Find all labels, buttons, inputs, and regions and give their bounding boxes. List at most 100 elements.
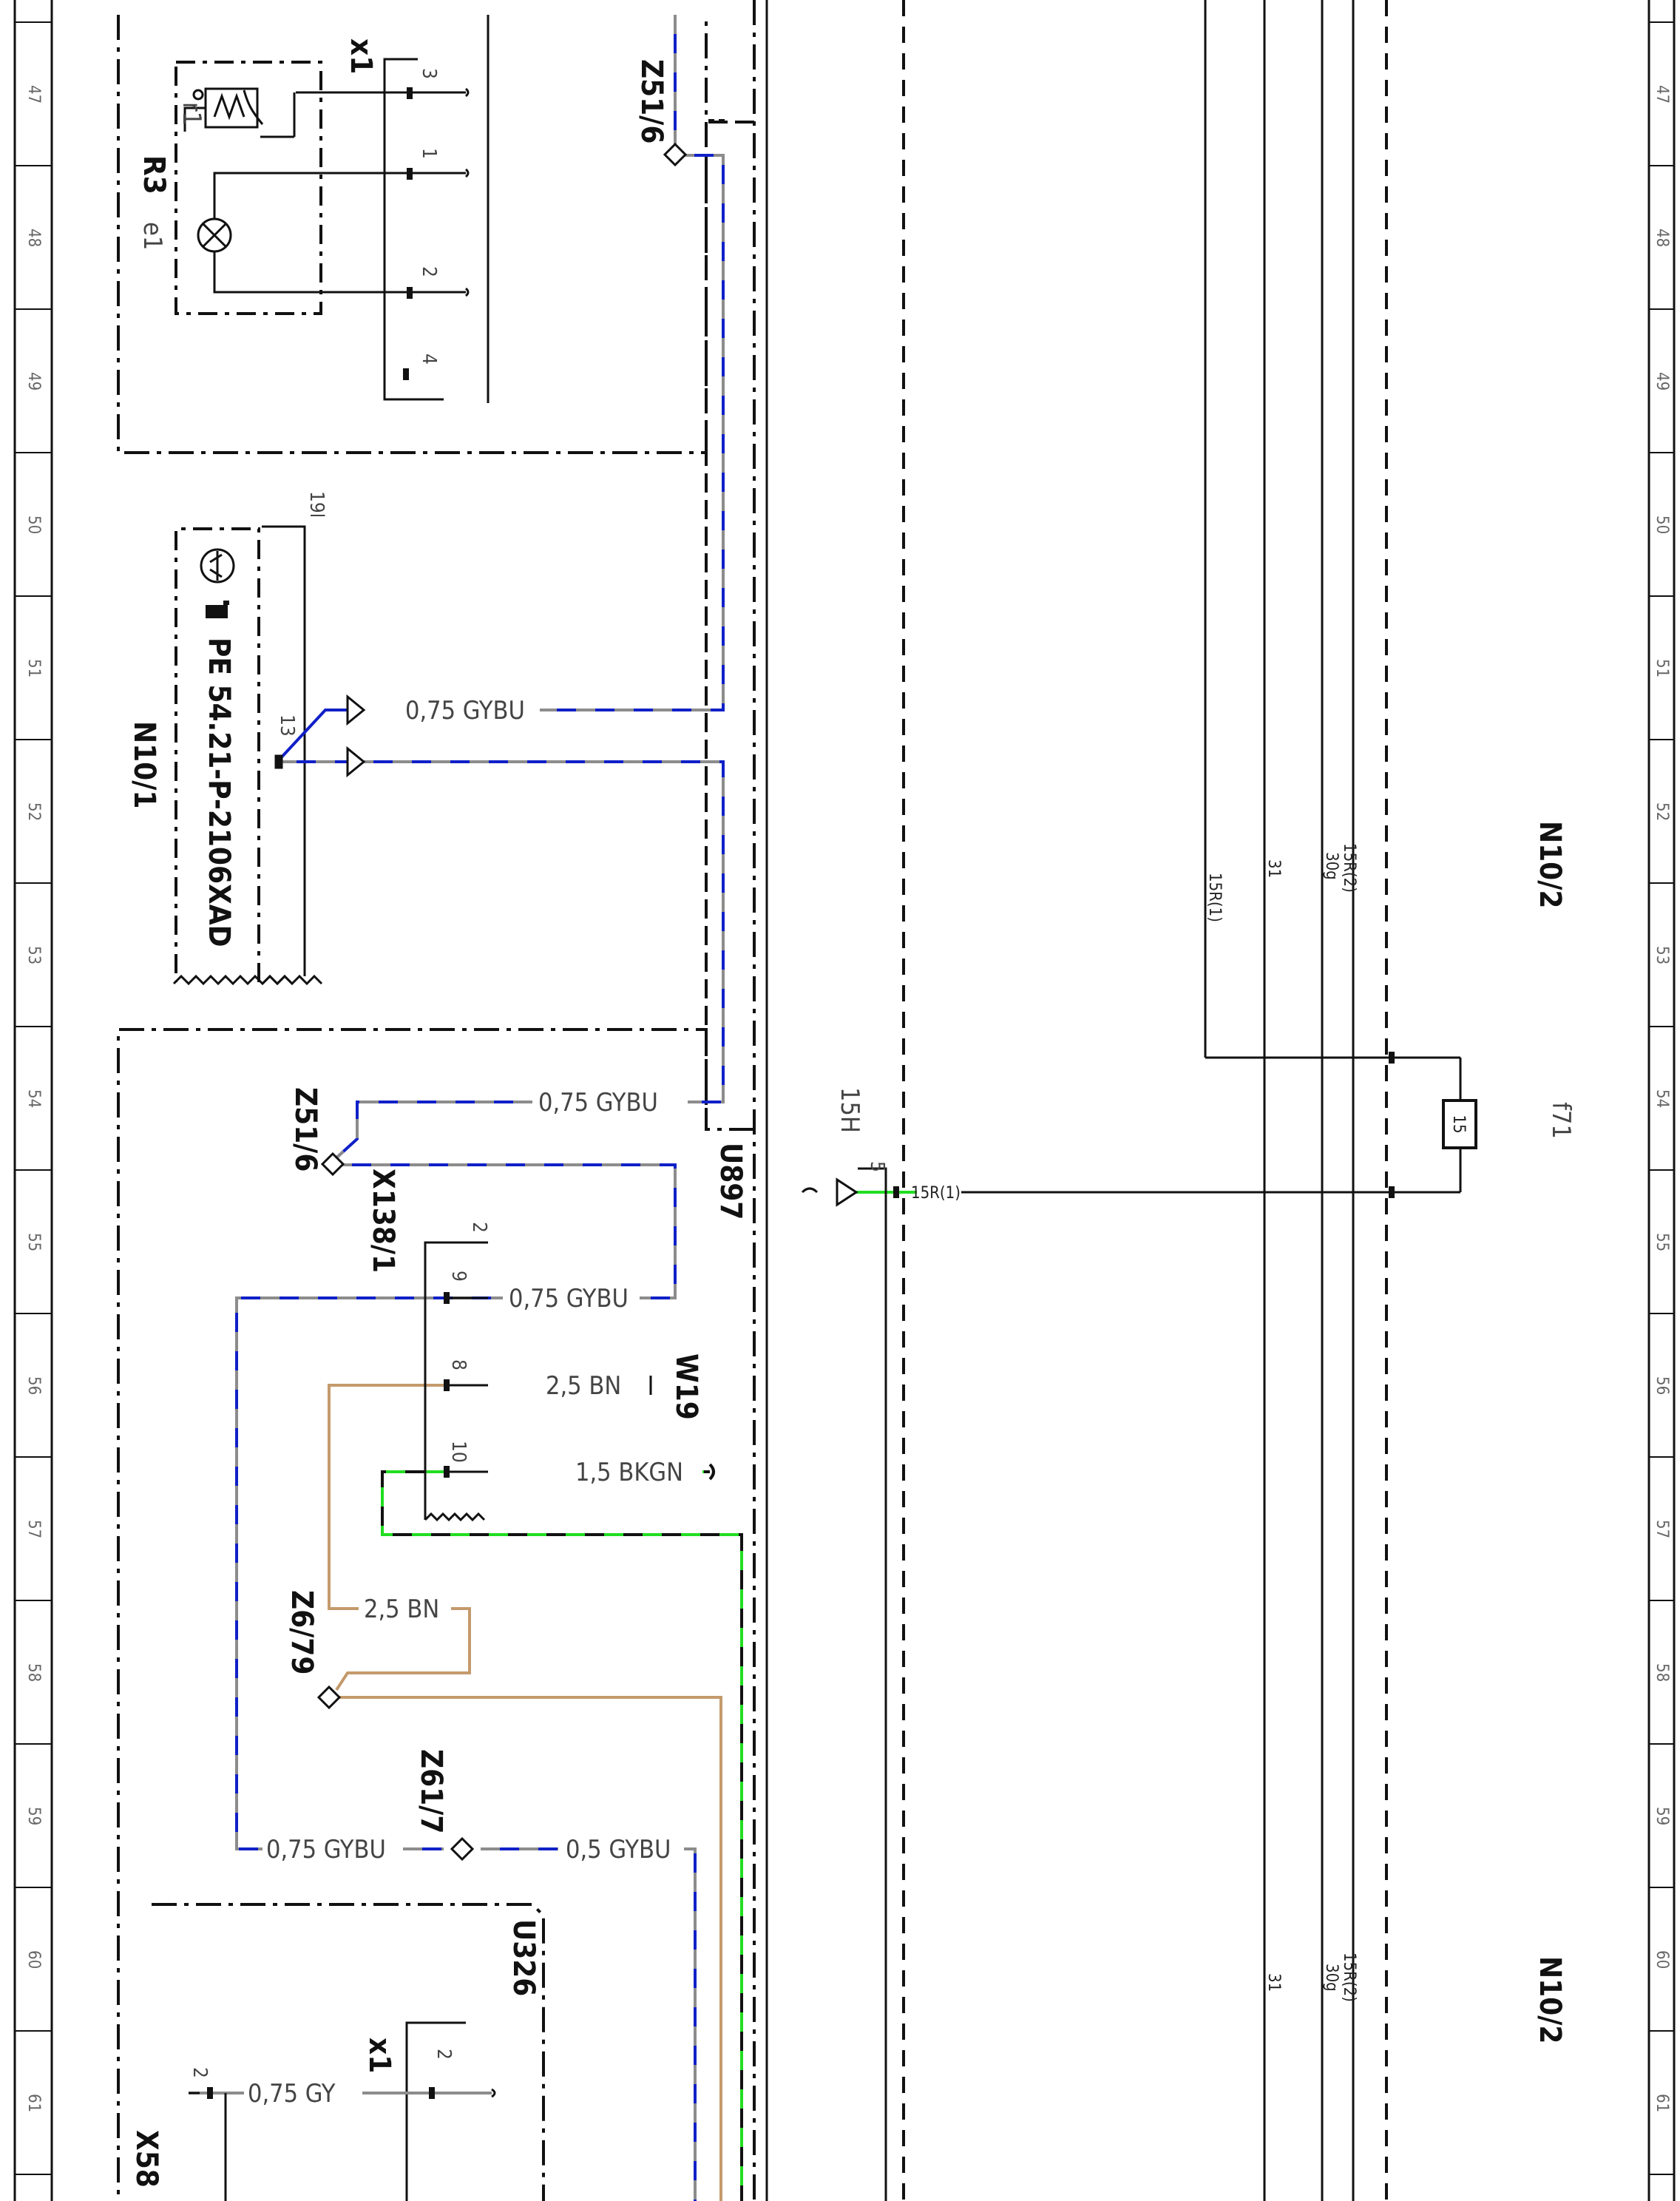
ruler-row-number: 54 [24,1089,43,1108]
r3-component-box [175,61,322,315]
bus-label-30g-bottom: 30g [1322,1964,1341,1992]
x138-label: X138/1 [366,1169,400,1273]
ruler-row-number: 52 [1653,802,1671,821]
wire-gybu-z51-top [540,15,725,711]
n10-1-label: N10/1 [127,721,161,808]
x138-connector [424,1241,488,1522]
n10-1-assembly [172,525,323,986]
label-gybu-59b: 0,5 GYBU [566,1835,671,1864]
e1-label: e1 [138,222,167,250]
r3-label: R3 [137,155,171,195]
x1-top-pins [403,87,413,380]
x1-pin-4: 4 [418,354,440,365]
ruler-row-number: 56 [1653,1376,1671,1395]
label-gybu-51: 0,75 GYBU [405,696,525,726]
bus-lead-15r1: 15R(1) [911,1184,961,1203]
z6-79-label: Z6/79 [285,1590,319,1674]
bus-label-15r2-bottom: 15R(2) [1340,1952,1358,2002]
ruler-row-number: 55 [1653,1233,1671,1251]
ruler-row-number: 51 [24,659,43,677]
r1-label: r1 [177,102,206,126]
ruler-row-number: 57 [24,1520,43,1538]
wire-gybu-lower [235,1100,697,2201]
wire-bn [328,1384,722,2201]
ruler-row-number: 48 [24,229,43,247]
x58-label: X58 [129,2130,163,2188]
pe-reference: PE 54.21-P-2106XAD [202,638,236,947]
label-gy-61: 0,75 GY [248,2079,336,2109]
wire-15r1 [801,1167,917,2201]
w19-label: W19 [669,1353,703,1420]
ruler-row-number: 61 [24,2094,43,2112]
label-gybu-59a: 0,75 GYBU [266,1835,386,1864]
x138-pin-8: 8 [447,1359,470,1370]
boundary-r3-block [117,15,708,454]
ruler-row-number: 53 [1653,946,1671,964]
x58-pin-2: 2 [433,2049,455,2060]
u326-connectors [189,2021,496,2201]
u326-label: U326 [507,1919,541,1996]
solid-rails [487,0,768,2201]
conn-15h: 15H [835,1087,864,1133]
bus-label-30g-top: 30g [1322,852,1341,880]
ruler-row-number: 53 [24,946,43,964]
wire-label-backgrounds [244,694,702,2109]
u897-notch [705,121,754,1129]
z51-6-mid-diamond [320,1152,345,1177]
x1-pin-3: 3 [418,68,440,79]
x138-pin-9: 9 [447,1271,470,1282]
n10-2-label-top: N10/2 [1533,821,1567,908]
fuse-value: 15 [1449,1115,1468,1133]
x1-pin-1: 1 [418,148,440,159]
u897-label: U897 [714,1143,748,1220]
conn-pin-5: 5 [866,1161,888,1172]
z6-79-diamond [316,1685,342,1710]
boundary-u326 [152,1903,545,2201]
label-gybu-55: 0,75 GYBU [509,1284,629,1314]
z51-6-top-diamond [663,142,688,167]
ruler-row-number: 47 [24,85,43,104]
wire-gybu-loop [276,709,725,1103]
z61-7-label: Z61/7 [414,1749,448,1833]
x1-top-connector [266,58,470,401]
ruler-row-number: 61 [1653,2094,1671,2112]
n10-2-label-bottom: N10/2 [1533,1956,1567,2043]
splice-diamonds [316,142,688,1862]
x1-top-label: x1 [344,38,378,74]
bus-label-31-top: 31 [1264,859,1283,878]
ruler-row-number: 48 [1653,229,1671,247]
ruler-row-number: 57 [1653,1520,1671,1538]
bus-label-15r2-top: 15R(2) [1340,843,1358,893]
ruler-row-number: 50 [1653,515,1671,534]
ruler-row-number: 55 [24,1233,43,1251]
fuse-label: f71 [1546,1102,1576,1139]
ruler-row-number: 50 [24,515,43,534]
bus-label-15r1-top: 15R(1) [1205,873,1224,922]
power-bus [961,0,1462,2201]
xb-pin-2: 2 [189,2067,211,2078]
z61-7-diamond [450,1836,475,1862]
ruler-row-number: 56 [24,1376,43,1395]
label-bn-56: 2,5 BN [546,1371,621,1401]
ruler-row-number: 58 [1653,1663,1671,1682]
x1-pin-2: 2 [418,266,440,277]
z51-6-top-label: Z51/6 [634,59,668,143]
ruler-row-number: 49 [1653,372,1671,390]
ruler-row-number: 51 [1653,659,1671,677]
n10-1-pin-19l: 19l [305,491,328,518]
ruler-row-number: 47 [1653,85,1671,104]
boundary-lower-block [117,1028,754,2201]
u326-pins [207,2087,435,2099]
x1-bottom-label: x1 [362,2038,396,2073]
z51-6-mid-label: Z51/6 [288,1087,322,1172]
fuse-f71 [1442,1099,1477,1149]
module-boundaries [117,0,1388,2201]
ruler-row-number: 49 [24,372,43,390]
r3-heater-assembly [183,87,296,294]
ruler-row-number: 58 [24,1663,43,1682]
n10-1-output-arrows [274,694,366,778]
ruler-row-number: 59 [24,1807,43,1825]
